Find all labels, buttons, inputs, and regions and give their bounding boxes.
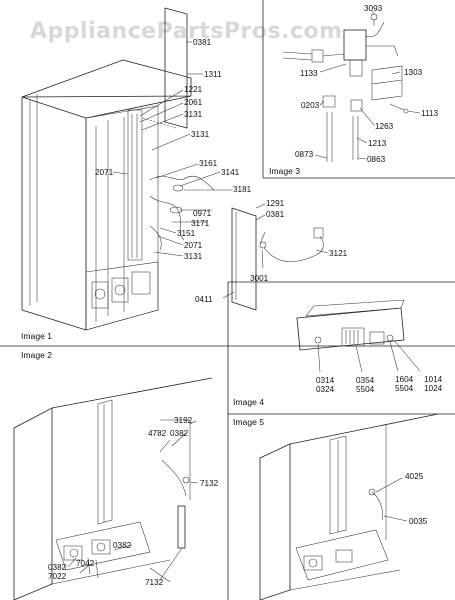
callout-7132: 7132: [145, 578, 164, 587]
callout-0411: 0411: [195, 295, 213, 304]
callout-1221: 1221: [184, 85, 203, 94]
callout-3192: 3192: [174, 416, 193, 425]
callout-3171: 3171: [191, 219, 210, 228]
image3-callouts: 3093 1133 1303 0203 1113 1263 1213 0873 …: [269, 4, 438, 176]
image2-callouts: 3192 4782 0382 7132 0382 0382 7022 7042 …: [21, 350, 219, 587]
callout-0381: 0381: [193, 38, 212, 47]
image5-door-drawing: [259, 413, 439, 600]
callout-0873: 0873: [295, 150, 314, 159]
watermark-text: AppliancePartsPros.com: [30, 19, 343, 44]
callout-1604: 1604: [395, 375, 414, 384]
callout-0324: 0324: [316, 385, 335, 394]
callout-0354: 0354: [356, 376, 375, 385]
image2-caption: Image 2: [21, 350, 52, 360]
callout-1024: 1024: [424, 384, 443, 393]
callout-0314: 0314: [316, 376, 335, 385]
callout-4025: 4025: [405, 472, 424, 481]
image4-base-drawing: [296, 299, 421, 373]
callout-4782: 4782: [148, 429, 167, 438]
image3-valve-assembly-drawing: [282, 10, 421, 162]
callout-5504: 5504: [395, 384, 414, 393]
callout-3151: 3151: [177, 229, 196, 238]
image2-door-drawing: [13, 377, 213, 600]
callout-0382: 0382: [170, 429, 189, 438]
image5-caption: Image 5: [233, 417, 264, 427]
callout-7132: 7132: [200, 479, 219, 488]
callout-1303: 1303: [404, 68, 423, 77]
callout-1291: 1291: [266, 199, 285, 208]
callout-1014: 1014: [424, 375, 443, 384]
image4-callouts: 0314 0324 0354 5504 1604 5504 1014 1024 …: [233, 375, 443, 407]
callout-3131: 3131: [191, 130, 210, 139]
callout-3121: 3121: [329, 249, 348, 258]
image1-caption: Image 1: [21, 331, 52, 341]
callout-0863: 0863: [367, 155, 386, 164]
image5-callouts: 4025 0035 Image 5: [233, 417, 428, 526]
callout-0971: 0971: [193, 209, 212, 218]
callout-3131: 3131: [184, 110, 203, 119]
callout-2071: 2071: [95, 168, 114, 177]
callout-5504: 5504: [356, 385, 375, 394]
callout-0382: 0382: [48, 563, 67, 572]
callout-3093: 3093: [364, 4, 383, 13]
callout-2061: 2061: [184, 98, 203, 107]
image1-callouts: 0381 1311 1221 2061 3131 3131 2071 3161 …: [21, 38, 348, 341]
callout-0203: 0203: [301, 101, 320, 110]
image3-caption: Image 3: [269, 166, 300, 176]
callout-3181: 3181: [233, 185, 252, 194]
callout-2071: 2071: [184, 241, 203, 250]
callout-1133: 1133: [300, 69, 318, 78]
callout-7022: 7022: [48, 572, 67, 581]
callout-1311: 1311: [204, 70, 222, 79]
callout-0035: 0035: [409, 517, 428, 526]
callout-1213: 1213: [368, 139, 387, 148]
callout-3131: 3131: [184, 252, 203, 261]
callout-1263: 1263: [375, 122, 394, 131]
image1-refrigerator-drawing: [21, 7, 329, 331]
callout-3161: 3161: [199, 159, 218, 168]
callout-1113: 1113: [421, 109, 438, 118]
callout-0381: 0381: [266, 210, 285, 219]
image4-caption: Image 4: [233, 397, 264, 407]
callout-3141: 3141: [221, 168, 240, 177]
callout-0382: 0382: [113, 541, 132, 550]
callout-3001: 3001: [250, 274, 269, 283]
callout-7042: 7042: [76, 559, 95, 568]
